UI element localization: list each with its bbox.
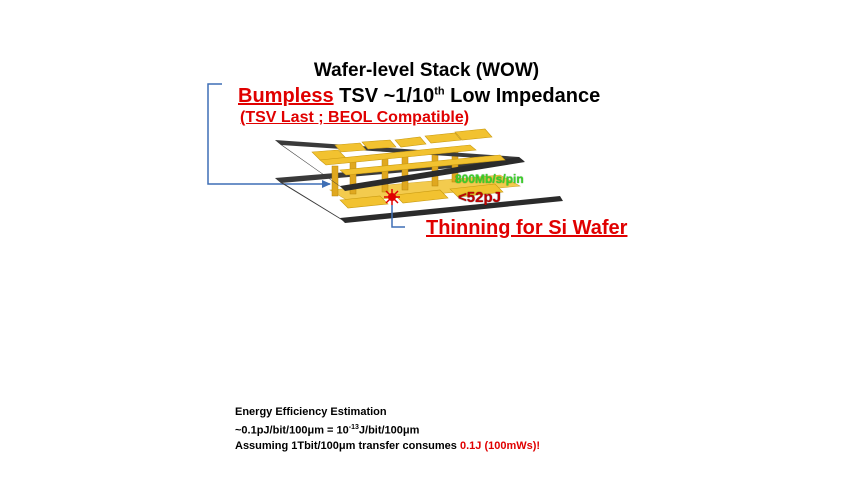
subtitle: (TSV Last ; BEOL Compatible) xyxy=(240,109,470,126)
headline-text-b: Low Impedance xyxy=(444,85,601,107)
lower-wafer-left-edge xyxy=(275,178,345,222)
diagram-title: Wafer-level Stack (WOW) xyxy=(313,60,540,81)
bandwidth-label: 800Mb/s/pin xyxy=(455,172,524,186)
energy-label: <52pJ xyxy=(458,189,501,206)
notes-line-2-mu2: μ xyxy=(402,424,410,437)
bracket-arrowhead xyxy=(322,180,331,188)
headline-highlight: Bumpless xyxy=(238,85,334,107)
notes-line-3-highlight: 0.1J (100mWs)! xyxy=(459,439,541,452)
notes-line-1: Energy Efficiency Estimation xyxy=(235,406,387,418)
lower-wiring-layer xyxy=(329,174,521,209)
tsv-pillars xyxy=(331,149,459,197)
notes-line-2-a: ~0.1pJ/bit/100 xyxy=(235,424,308,437)
headline: Bumpless TSV ~1/10th Low Impedance xyxy=(238,85,600,108)
notes-line-3: Assuming 1Tbit/100μm transfer consumes 0… xyxy=(235,439,540,454)
notes-line-2-sup: -13 xyxy=(348,424,359,431)
notes-line-3-a: Assuming 1Tbit/100 xyxy=(235,439,339,452)
energy-spark-icon xyxy=(384,189,400,205)
upper-wiring-layer xyxy=(311,128,506,176)
headline-text-a: TSV ~1/10 xyxy=(333,85,435,107)
bracket-line xyxy=(207,83,330,185)
energy-notes: Energy Efficiency Estimation ~0.1pJ/bit/… xyxy=(235,405,540,454)
notes-line-2-d: m xyxy=(409,424,420,437)
notes-line-2-c: J/bit/100 xyxy=(358,424,403,437)
upper-wafer-front-edge xyxy=(340,157,525,191)
lower-wafer-front-edge xyxy=(340,196,563,223)
thinning-label: Thinning for Si Wafer xyxy=(426,217,628,239)
notes-line-2-mu1: μ xyxy=(307,424,315,437)
notes-line-3-mu: μ xyxy=(338,439,346,452)
notes-line-2: ~0.1pJ/bit/100μm = 10-13J/bit/100μm xyxy=(235,420,540,439)
upper-wafer-left-edge xyxy=(275,140,345,190)
headline-sup: th xyxy=(434,85,445,98)
thinning-bracket-line xyxy=(391,205,405,228)
notes-line-2-b: m = 10 xyxy=(314,424,349,437)
notes-line-3-b: m transfer consumes xyxy=(345,439,460,452)
